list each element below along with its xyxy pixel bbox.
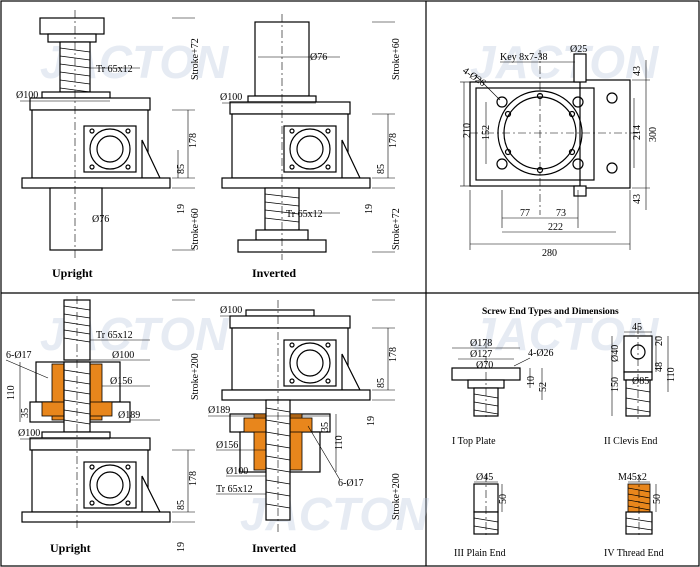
- label-top-plate-d178: Ø178: [470, 338, 492, 349]
- label-clevis-48: 48: [654, 362, 665, 372]
- label-178-inverted: 178: [388, 133, 399, 148]
- label-top-plate-52: 52: [538, 382, 549, 392]
- label-85: 85: [176, 164, 187, 174]
- caption-inverted-bottom: Inverted: [252, 541, 296, 555]
- label-d189-inv: Ø189: [208, 405, 230, 416]
- caption-upright-bottom: Upright: [50, 541, 91, 555]
- caption-thread-end: IV Thread End: [604, 548, 664, 559]
- label-tr-inv-bottom: Tr 65x12: [216, 484, 253, 495]
- label-19-inv-bottom: 19: [366, 416, 377, 426]
- label-19-bottom: 19: [176, 542, 187, 552]
- label-d100: Ø100: [16, 90, 38, 101]
- label-178: 178: [188, 133, 199, 148]
- label-stroke200: Stroke+200: [190, 353, 201, 400]
- label-210: 210: [462, 123, 473, 138]
- label-35-inv: 35: [320, 422, 331, 432]
- label-43-top: 43: [632, 66, 643, 76]
- label-110: 110: [6, 385, 17, 400]
- label-clevis-45: 45: [632, 322, 642, 333]
- label-tr-inverted: Tr 65x12: [286, 209, 323, 220]
- caption-top-plate: I Top Plate: [452, 436, 496, 447]
- label-178-bottom: 178: [188, 471, 199, 486]
- top-plan-view: Key 8x7-38 Ø25 4-Ø26 210 152 214 300 43 …: [460, 44, 659, 259]
- label-key: Key 8x7-38: [500, 52, 548, 63]
- label-43-bottom: 43: [632, 194, 643, 204]
- label-holes6: 6-Ø17: [6, 350, 32, 361]
- label-clevis-110: 110: [666, 367, 677, 382]
- label-d156: Ø156: [110, 376, 132, 387]
- label-clevis-20: 20: [654, 336, 665, 346]
- thread-end-drawing: M45x2 50 IV Thread End: [604, 472, 664, 559]
- caption-clevis-end: II Clevis End: [604, 436, 657, 447]
- label-178-inv-bottom: 178: [388, 347, 399, 362]
- screw-end-title: Screw End Types and Dimensions: [482, 307, 619, 317]
- label-tr-bottom: Tr 65x12: [96, 330, 133, 341]
- screw-end-types: Screw End Types and Dimensions Ø178 Ø127…: [451, 307, 677, 559]
- label-85-bottom: 85: [176, 500, 187, 510]
- label-stroke200-inv: Stroke+200: [391, 473, 402, 520]
- top-plate-drawing: Ø178 Ø127 Ø70 4-Ø26 10 52 I Top Plate: [451, 338, 554, 447]
- label-152: 152: [481, 125, 492, 140]
- label-19-inverted: 19: [364, 204, 375, 214]
- clevis-end-drawing: 45 Ø40 150 20 48 110 Ø85 II Clevis End: [604, 322, 677, 447]
- upright-view-bottom: Tr 65x12 Ø100 Ø156 Ø189 6-Ø17 110 35 Ø10…: [5, 296, 201, 555]
- upright-view-top: Tr 65x12 Ø100 Ø76 178 85 19 Stroke+72 St…: [16, 10, 201, 280]
- label-d76: Ø76: [92, 214, 109, 225]
- label-clevis-d85: Ø85: [632, 376, 649, 387]
- label-holes6-inv: 6-Ø17: [338, 478, 364, 489]
- label-d76-inverted: Ø76: [310, 52, 327, 63]
- label-d100-inv-bottom: Ø100: [220, 305, 242, 316]
- label-clevis-d40: Ø40: [610, 345, 621, 362]
- label-stroke60-inverted: Stroke+60: [391, 38, 402, 80]
- label-thread-50: 50: [652, 494, 663, 504]
- label-d156-inv: Ø156: [216, 440, 238, 451]
- label-stroke72: Stroke+72: [190, 38, 201, 80]
- label-d100-nut: Ø100: [112, 350, 134, 361]
- label-222: 222: [548, 222, 563, 233]
- label-top-plate-holes: 4-Ø26: [528, 348, 554, 359]
- label-19: 19: [176, 204, 187, 214]
- caption-upright: Upright: [52, 266, 93, 280]
- label-d100-bottom: Ø100: [18, 428, 40, 439]
- label-d189: Ø189: [118, 410, 140, 421]
- label-d100-inverted: Ø100: [220, 92, 242, 103]
- label-77: 77: [520, 208, 530, 219]
- label-300: 300: [648, 127, 659, 142]
- label-plain-50: 50: [498, 494, 509, 504]
- label-d100-nut-inv: Ø100: [226, 466, 248, 477]
- label-35: 35: [20, 408, 31, 418]
- label-tr-thread: Tr 65x12: [96, 64, 133, 75]
- label-214: 214: [632, 125, 643, 140]
- label-top-plate-10: 10: [526, 376, 537, 386]
- label-85-inv-bottom: 85: [376, 378, 387, 388]
- label-top-plate-d127: Ø127: [470, 349, 492, 360]
- inverted-view-top: Ø76 Ø100 Tr 65x12 178 85 19 Stroke+60 St…: [220, 14, 402, 280]
- label-stroke72-inverted: Stroke+72: [391, 208, 402, 250]
- label-d25: Ø25: [570, 44, 587, 55]
- caption-inverted: Inverted: [252, 266, 296, 280]
- label-85-inverted: 85: [376, 164, 387, 174]
- caption-plain-end: III Plain End: [454, 548, 506, 559]
- label-plain-d45: Ø45: [476, 472, 493, 483]
- label-stroke60: Stroke+60: [190, 208, 201, 250]
- label-280: 280: [542, 248, 557, 259]
- inverted-view-bottom: Ø100 Ø189 Ø156 Ø100 Tr 65x12 6-Ø17 110 3…: [208, 299, 402, 555]
- plain-end-drawing: Ø45 50 III Plain End: [454, 472, 509, 559]
- label-thread-m45: M45x2: [618, 472, 647, 483]
- label-clevis-150: 150: [610, 377, 621, 392]
- label-73: 73: [556, 208, 566, 219]
- label-110-inv: 110: [334, 435, 345, 450]
- label-top-plate-d70: Ø70: [476, 360, 493, 371]
